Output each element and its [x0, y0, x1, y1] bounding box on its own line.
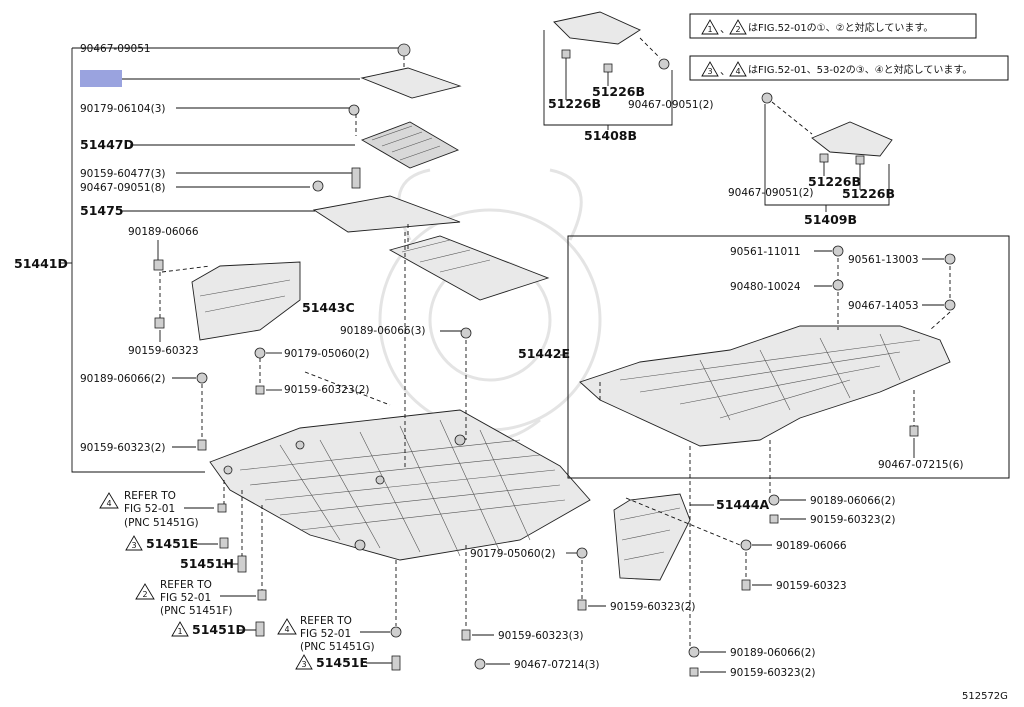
label-labels-l90159_60323_e: 90159-60323 — [776, 580, 847, 592]
label-refers-0-lines-2: (PNC 51451G) — [124, 517, 199, 529]
label-labels-l51226B_1: 51226B — [548, 96, 601, 111]
label-labels-l51451H: 51451H — [180, 556, 234, 571]
refer-callout-1: 4 REFER TO FIG 52-01 (PNC 51451G) — [99, 490, 227, 529]
label-labels-l90159_60323_d: 90159-60323(2) — [810, 514, 895, 526]
label-callout_symbols-1: 1 — [177, 627, 182, 636]
label-labels-l90159_60323_c: 90159-60323(2) — [80, 442, 165, 454]
refer-callout-2: 2 REFER TO FIG 52-01 (PNC 51451F) — [135, 579, 267, 617]
label-labels-l90561_13003: 90561-13003 — [848, 254, 919, 266]
label-labels-l90159_60323_f: 90159-60323(2) — [610, 601, 695, 613]
note-2-text: はFIG.52-01、53-02の③、④と対応しています。 — [748, 63, 972, 76]
label-labels-l51443C: 51443C — [302, 300, 355, 315]
label-refers-2-lines-1: FIG 52-01 — [300, 628, 351, 640]
rear-under-cover — [579, 325, 951, 447]
label-labels-l90467_09051_8: 90467-09051(8) — [80, 182, 165, 194]
label-labels-l90480_10024: 90480-10024 — [730, 281, 801, 293]
label-labels-l51451E_2: 51451E — [316, 655, 368, 670]
assembly-box-51442E — [567, 235, 1010, 479]
label-notes-0-symbols-0: 1 — [707, 25, 712, 34]
label-labels-l90189_06066_c: 90189-06066(2) — [810, 495, 895, 507]
label-labels-l51475: 51475 — [80, 203, 124, 218]
label-labels-l51409B: 51409B — [804, 212, 857, 227]
label-51441D: 51441D — [14, 256, 68, 271]
label-notes-1-symbols-0: 3 — [707, 67, 712, 76]
label-labels-l51451D: 51451D — [192, 622, 246, 637]
label-labels-l90159_60323_b: 90159-60323(2) — [284, 384, 369, 396]
label-refers-1-lines-1: FIG 52-01 — [160, 592, 211, 604]
label-callout_symbols-0: 3 — [131, 541, 136, 550]
label-labels-l51451E_1: 51451E — [146, 536, 198, 551]
label-notes-0-symbols-1: 2 — [735, 25, 740, 34]
label-labels-l90159_60477: 90159-60477(3) — [80, 168, 165, 180]
label-labels-l90159_60323_g: 90159-60323(2) — [730, 667, 815, 679]
label-labels-l90467_14053: 90467-14053 — [848, 300, 919, 312]
diagram-id: 512572G — [962, 691, 1008, 702]
main-engine-under-cover — [209, 409, 591, 561]
label-notes-1-symbols-1: 4 — [735, 67, 740, 76]
label-labels-l90561_11011: 90561-11011 — [730, 246, 801, 258]
svg-text:、: 、 — [720, 23, 731, 35]
label-labels-l90189_06066_b: 90189-06066(2) — [80, 373, 165, 385]
part-51409B — [761, 92, 893, 165]
label-labels-l90179_05060_b: 90179-05060(2) — [470, 548, 555, 560]
label-labels-l90179_06104: 90179-06104(3) — [80, 103, 165, 115]
note-1-text: はFIG.52-01の①、②と対応しています。 — [748, 21, 933, 34]
label-refers-2-lines-0: REFER TO — [300, 615, 352, 627]
refer-callout-3: 4 REFER TO FIG 52-01 (PNC 51451G) — [277, 615, 402, 653]
label-labels-l51408B: 51408B — [584, 128, 637, 143]
label-refers-1-lines-2: (PNC 51451F) — [160, 605, 233, 617]
part-51408B — [553, 11, 670, 73]
label-labels-l90179_05060_a: 90179-05060(2) — [284, 348, 369, 360]
note-box-1: 1 、 2 はFIG.52-01の①、②と対応しています。 — [689, 13, 977, 39]
label-refers-2-symbol: 4 — [284, 625, 289, 634]
label-labels-l51447D: 51447D — [80, 137, 134, 152]
label-refers-1-symbol: 2 — [142, 590, 147, 599]
label-labels-l51226B_3: 51226B — [808, 174, 861, 189]
label-callout_symbols-2: 3 — [301, 660, 306, 669]
label-labels-l90189_06066_e: 90189-06066(2) — [730, 647, 815, 659]
label-labels-l90189_06066_d: 90189-06066 — [776, 540, 847, 552]
svg-text:、: 、 — [720, 65, 731, 77]
label-labels-l90189_06066_3: 90189-06066(3) — [340, 325, 425, 337]
label-labels-l90159_60323_a: 90159-60323 — [128, 345, 199, 357]
label-labels-l90467_09051_2b: 90467-09051(2) — [728, 187, 813, 199]
label-labels-l90467_09051_top: 90467-09051 — [80, 43, 151, 55]
label-refers-0-lines-1: FIG 52-01 — [124, 503, 175, 515]
label-labels-l90467_07215: 90467-07215(6) — [878, 459, 963, 471]
label-refers-0-symbol: 4 — [106, 499, 111, 508]
label-labels-l90189_06066_a: 90189-06066 — [128, 226, 199, 238]
label-refers-2-lines-2: (PNC 51451G) — [300, 641, 375, 653]
label-labels-l51442E: 51442E — [518, 346, 570, 361]
label-refers-0-lines-0: REFER TO — [124, 490, 176, 502]
highlighted-part-cell — [80, 70, 122, 87]
label-labels-l51226B_4: 51226B — [842, 186, 895, 201]
label-labels-l51226B_2: 51226B — [592, 84, 645, 99]
label-refers-1-lines-0: REFER TO — [160, 579, 212, 591]
label-labels-l90467_07214: 90467-07214(3) — [514, 659, 599, 671]
note-box-2: 3 、 4 はFIG.52-01、53-02の③、④と対応しています。 — [689, 55, 1009, 81]
label-labels-l90467_09051_2a: 90467-09051(2) — [628, 99, 713, 111]
label-labels-l90159_60323_3: 90159-60323(3) — [498, 630, 583, 642]
label-labels-l51444A: 51444A — [716, 497, 769, 512]
